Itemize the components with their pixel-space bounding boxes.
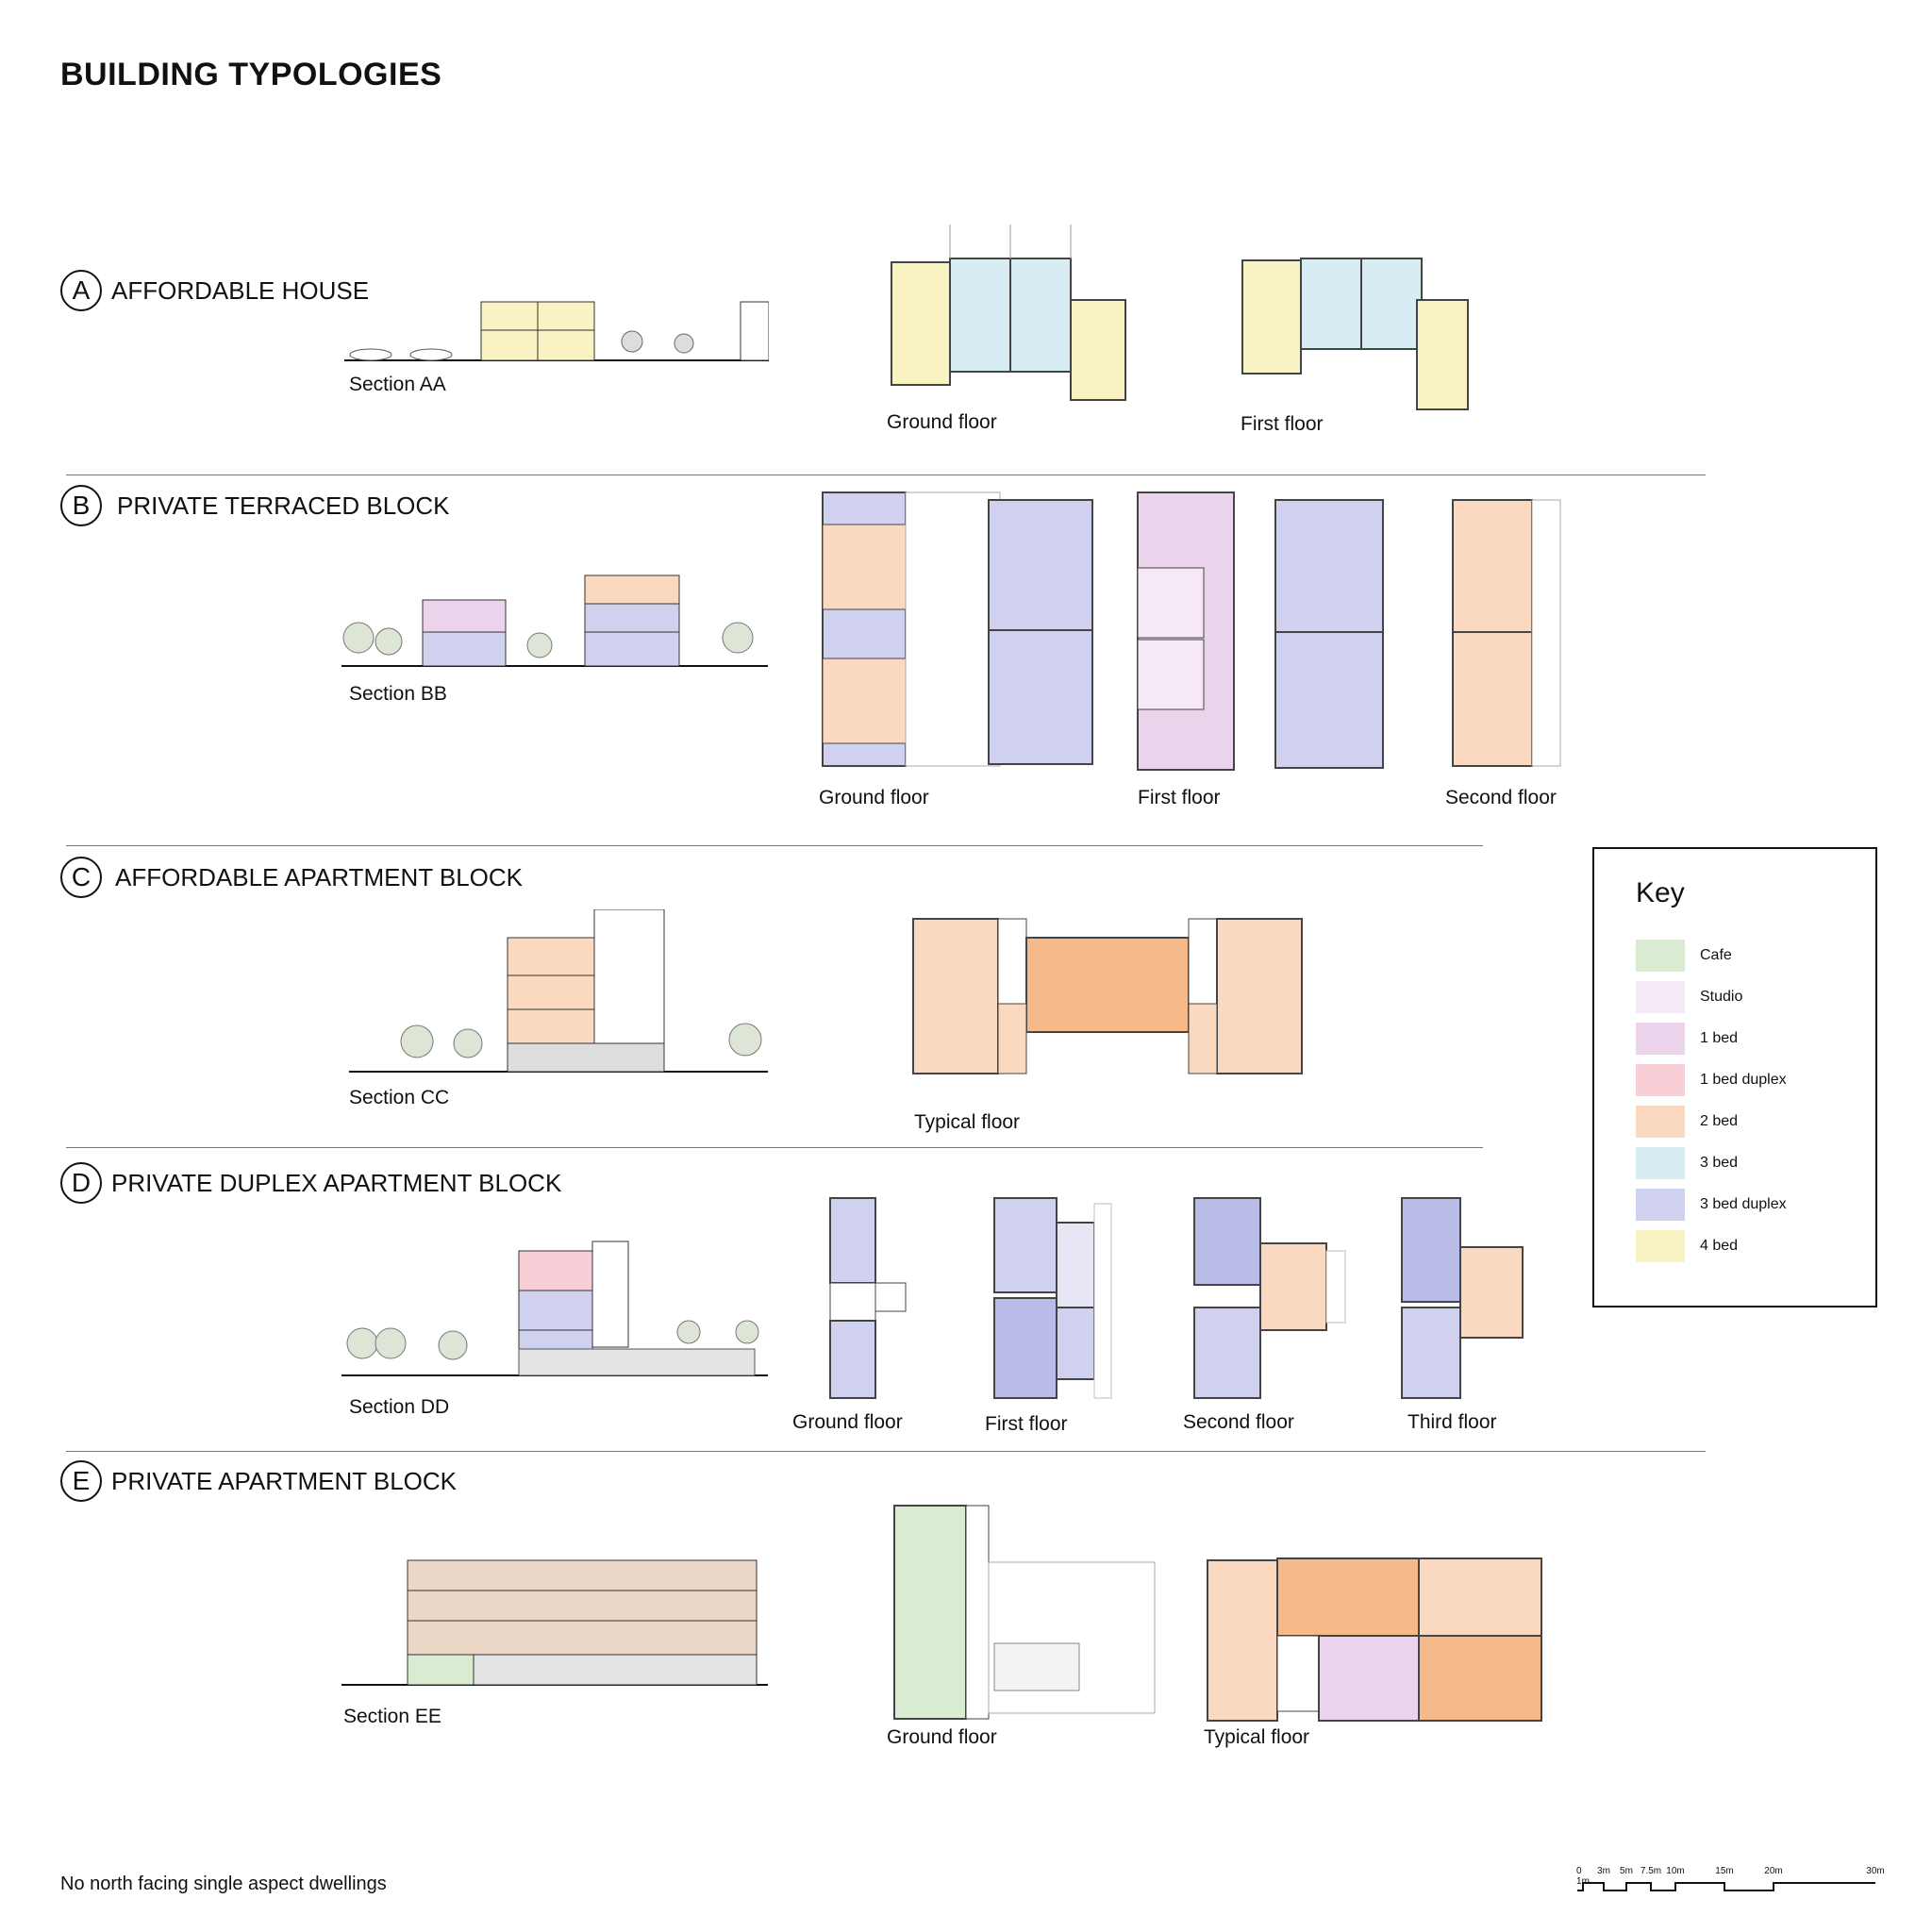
scale-tick-label: 3m xyxy=(1597,1866,1610,1876)
scale-tick-label: 30m xyxy=(1866,1866,1885,1876)
section-aa-drawing xyxy=(344,301,769,361)
house-ground-floor-caption: Ground floor xyxy=(887,411,997,433)
duplex-second-floor-caption: Second floor xyxy=(1183,1411,1294,1433)
typology-letter-badge: C xyxy=(60,857,102,898)
legend-item-1-bed-duplex: 1 bed duplex xyxy=(1636,1064,1787,1096)
section-aa-caption: Section AA xyxy=(349,374,446,395)
footnote: No north facing single aspect dwellings xyxy=(60,1874,387,1894)
legend-label: Cafe xyxy=(1700,947,1732,963)
section-dd-drawing xyxy=(341,1241,768,1376)
scale-tick-label: 7.5m xyxy=(1640,1866,1662,1876)
scale-tick-label: 10m xyxy=(1666,1866,1685,1876)
private-apartment-ground-floor-caption: Ground floor xyxy=(887,1726,997,1748)
scale-tick-label: 0 1m xyxy=(1576,1866,1590,1887)
section-divider xyxy=(66,1451,1706,1452)
section-bb-caption: Section BB xyxy=(349,683,447,705)
private-apartment-typical-floor-plan xyxy=(1207,1557,1542,1722)
legend-swatch xyxy=(1636,1189,1685,1221)
legend-item-studio: Studio xyxy=(1636,981,1742,1013)
legend-swatch xyxy=(1636,1064,1685,1096)
duplex-ground-floor-plan xyxy=(829,1197,907,1399)
typology-title: AFFORDABLE HOUSE xyxy=(111,275,370,305)
legend-item-1-bed: 1 bed xyxy=(1636,1023,1738,1055)
private-apartment-typical-floor-caption: Typical floor xyxy=(1204,1726,1310,1748)
legend-item-2-bed: 2 bed xyxy=(1636,1106,1738,1138)
scale-tick-label: 5m xyxy=(1620,1866,1633,1876)
legend-label: 1 bed duplex xyxy=(1700,1072,1787,1088)
page-title: BUILDING TYPOLOGIES xyxy=(60,57,442,92)
typology-title: AFFORDABLE APARTMENT BLOCK xyxy=(115,862,523,891)
typology-a-heading: A AFFORDABLE HOUSE xyxy=(60,270,369,311)
section-bb-drawing xyxy=(341,575,768,667)
legend-item-cafe: Cafe xyxy=(1636,940,1732,972)
apartment-typical-floor-caption: Typical floor xyxy=(914,1111,1021,1133)
legend-label: Studio xyxy=(1700,989,1743,1005)
apartment-typical-floor-plan xyxy=(912,918,1303,1074)
legend-item-4-bed: 4 bed xyxy=(1636,1230,1738,1262)
section-cc-caption: Section CC xyxy=(349,1087,450,1108)
duplex-third-floor-caption: Third floor xyxy=(1407,1411,1497,1433)
legend-label: 3 bed xyxy=(1700,1155,1739,1171)
legend-swatch xyxy=(1636,981,1685,1013)
typology-letter-badge: D xyxy=(60,1162,102,1204)
house-ground-floor-plan xyxy=(891,225,1126,401)
legend-swatch xyxy=(1636,940,1685,972)
scale-tick-label: 20m xyxy=(1764,1866,1783,1876)
typology-e-heading: E PRIVATE APARTMENT BLOCK xyxy=(60,1460,457,1502)
legend-label: 4 bed xyxy=(1700,1238,1739,1254)
legend-key: Key Cafe Studio 1 bed 1 bed duplex 2 bed… xyxy=(1592,847,1877,1307)
house-first-floor-plan xyxy=(1241,258,1469,410)
duplex-second-floor-plan xyxy=(1193,1197,1346,1399)
legend-title: Key xyxy=(1636,877,1685,908)
legend-swatch xyxy=(1636,1230,1685,1262)
typology-title: PRIVATE DUPLEX APARTMENT BLOCK xyxy=(111,1168,562,1197)
typology-c-heading: C AFFORDABLE APARTMENT BLOCK xyxy=(60,857,523,898)
typology-letter-badge: E xyxy=(60,1460,102,1502)
legend-swatch xyxy=(1636,1106,1685,1138)
terraced-ground-floor-caption: Ground floor xyxy=(819,787,929,808)
section-dd-caption: Section DD xyxy=(349,1396,450,1418)
typology-title: PRIVATE APARTMENT BLOCK xyxy=(111,1466,458,1495)
duplex-first-floor-plan xyxy=(993,1197,1112,1399)
terraced-second-floor-caption: Second floor xyxy=(1445,787,1557,808)
duplex-third-floor-plan xyxy=(1401,1197,1524,1399)
terraced-ground-floor-plan xyxy=(822,491,1093,767)
legend-label: 1 bed xyxy=(1700,1030,1739,1046)
section-ee-drawing xyxy=(341,1559,768,1686)
legend-item-3-bed-duplex: 3 bed duplex xyxy=(1636,1189,1787,1221)
terraced-first-floor-plan xyxy=(1137,491,1384,771)
typology-title: PRIVATE TERRACED BLOCK xyxy=(117,491,450,520)
section-cc-drawing xyxy=(349,909,768,1073)
typology-letter-badge: A xyxy=(60,270,102,311)
legend-label: 2 bed xyxy=(1700,1113,1739,1129)
legend-item-3-bed: 3 bed xyxy=(1636,1147,1738,1179)
legend-swatch xyxy=(1636,1147,1685,1179)
section-ee-caption: Section EE xyxy=(343,1706,441,1727)
section-divider xyxy=(66,1147,1483,1148)
terraced-second-floor-plan xyxy=(1452,499,1561,767)
scale-tick-label: 15m xyxy=(1715,1866,1734,1876)
section-divider xyxy=(66,845,1483,846)
typology-letter-badge: B xyxy=(60,485,102,526)
typology-b-heading: B PRIVATE TERRACED BLOCK xyxy=(60,485,450,526)
terraced-first-floor-caption: First floor xyxy=(1138,787,1221,808)
duplex-first-floor-caption: First floor xyxy=(985,1413,1068,1435)
house-first-floor-caption: First floor xyxy=(1241,413,1324,435)
duplex-ground-floor-caption: Ground floor xyxy=(792,1411,903,1433)
private-apartment-ground-floor-plan xyxy=(893,1505,1156,1720)
typology-d-heading: D PRIVATE DUPLEX APARTMENT BLOCK xyxy=(60,1162,561,1204)
legend-swatch xyxy=(1636,1023,1685,1055)
scale-bar-graphic xyxy=(1577,1882,1875,1891)
legend-label: 3 bed duplex xyxy=(1700,1196,1787,1212)
